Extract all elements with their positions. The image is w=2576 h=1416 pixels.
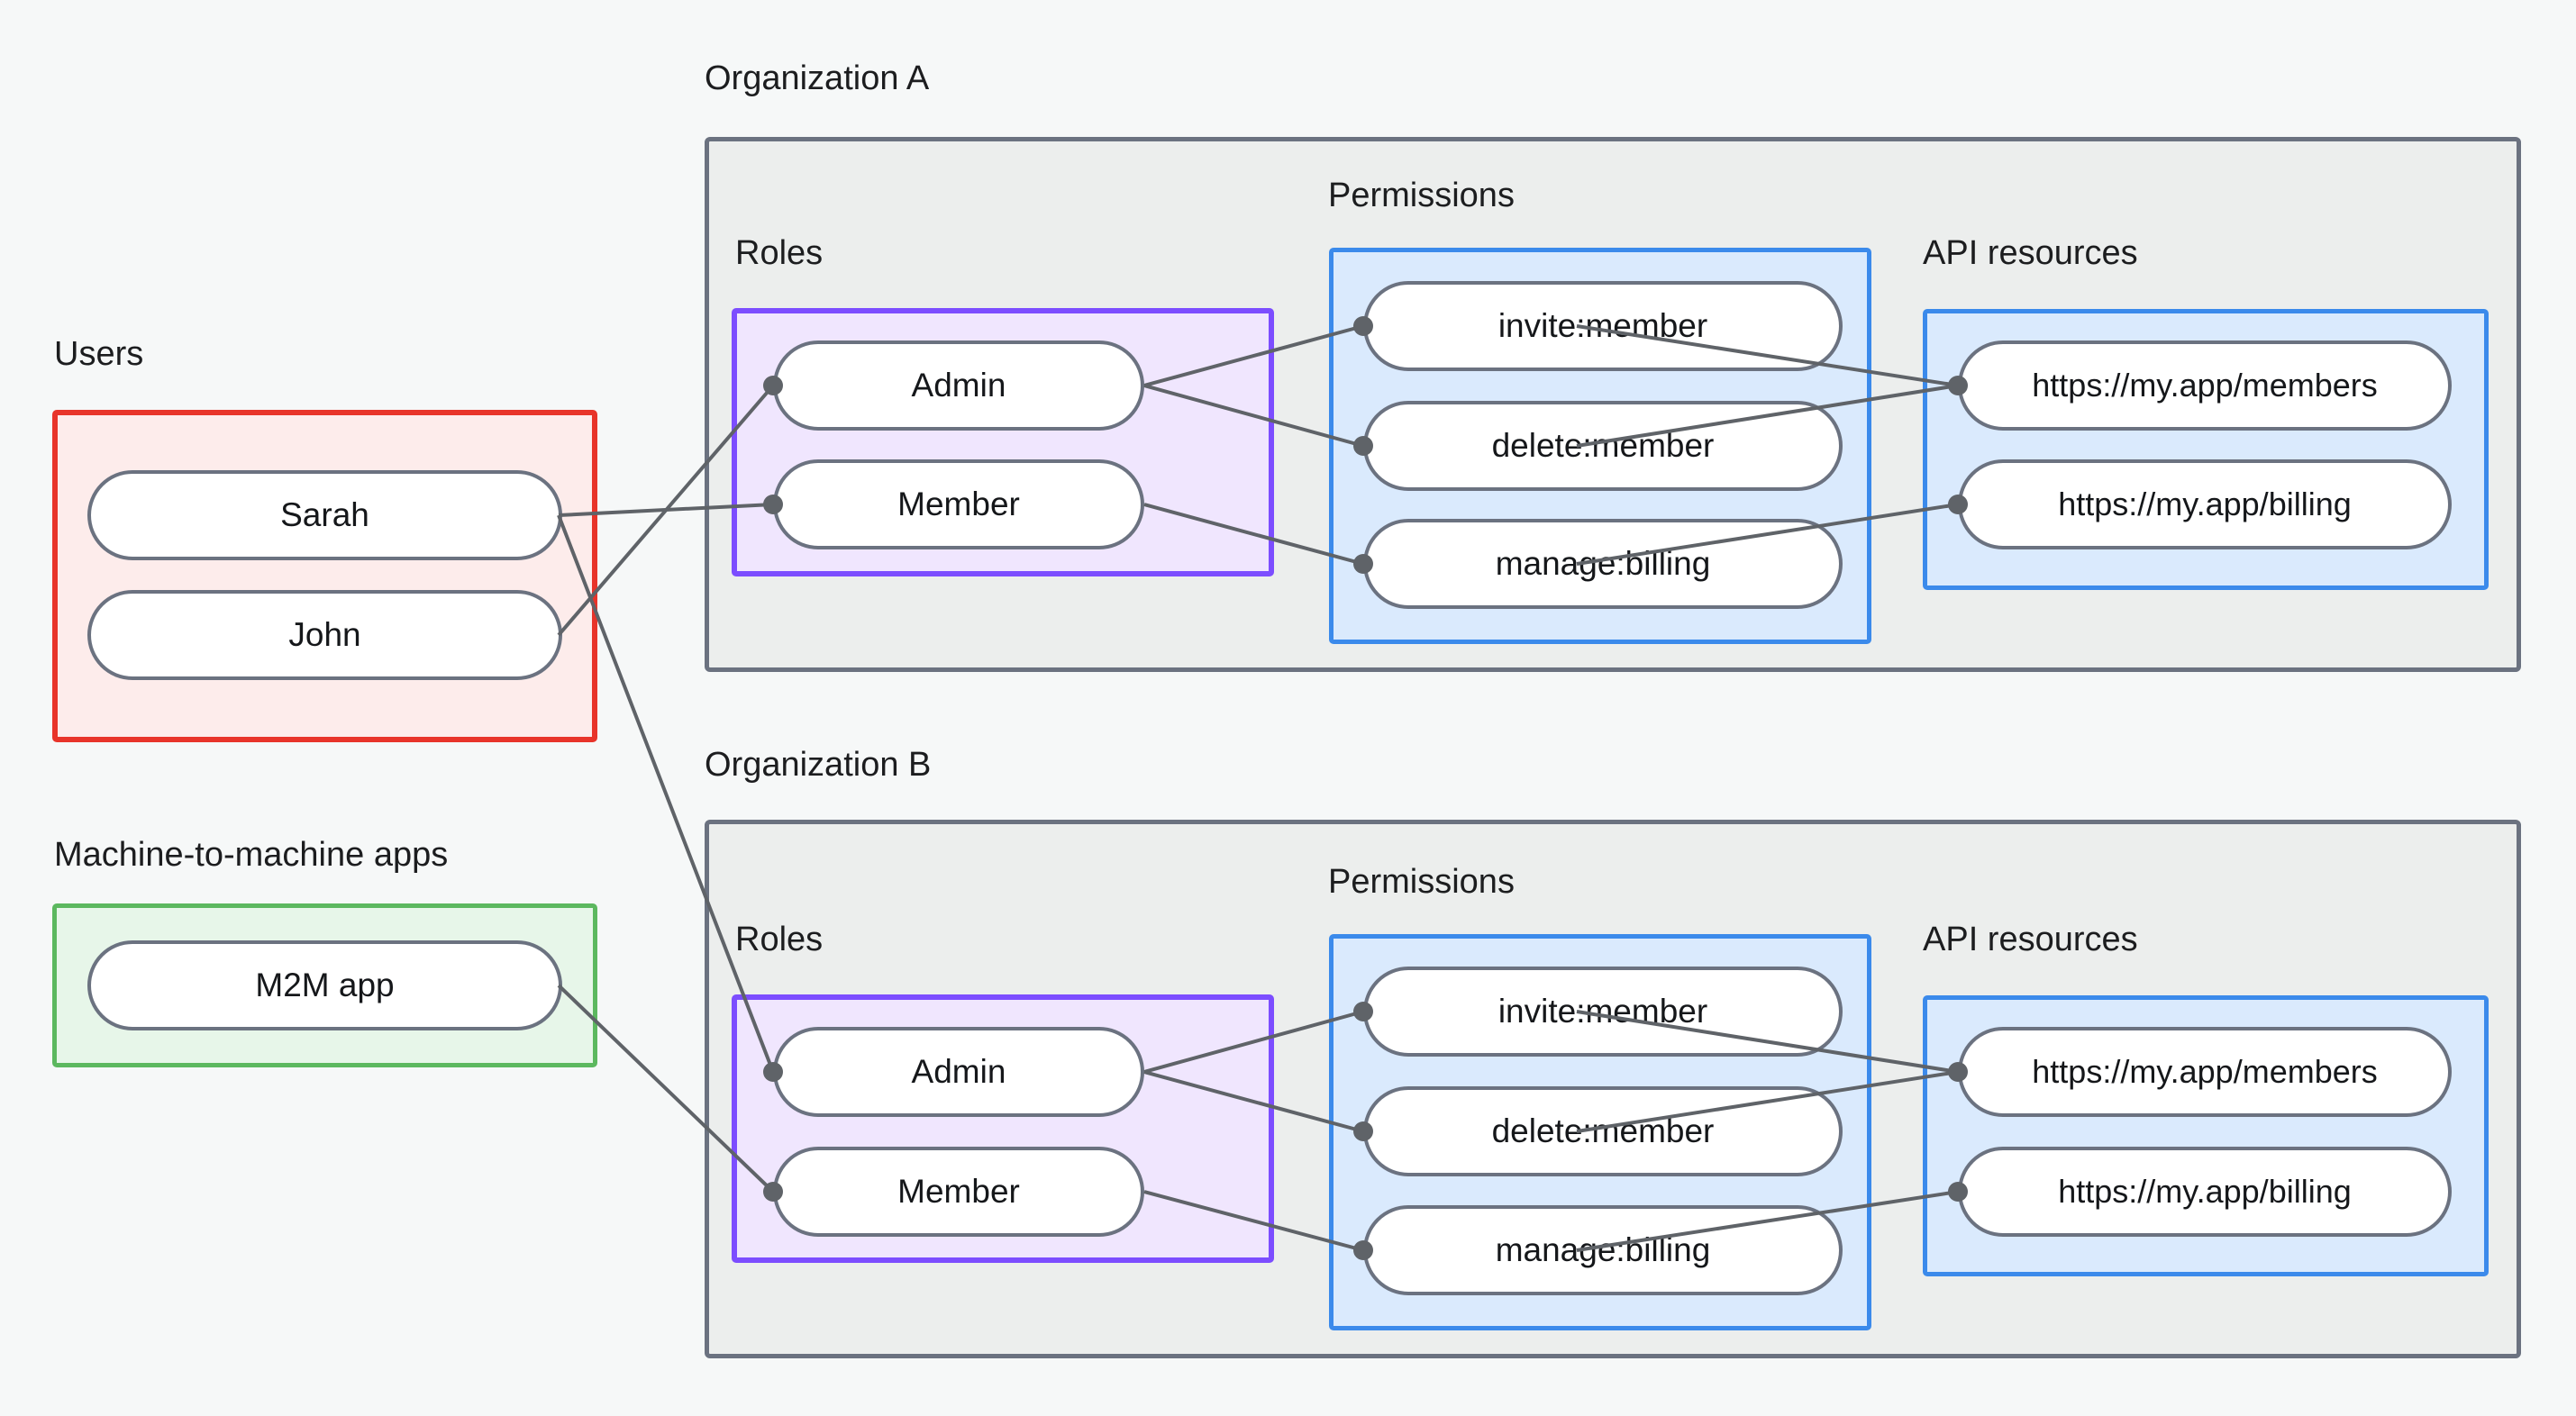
org-a-roles-label: Roles <box>735 234 824 272</box>
org-a-resource-members[interactable]: https://my.app/members <box>1958 340 2452 431</box>
org-a-role-member[interactable]: Member <box>773 459 1144 549</box>
m2m-label: Machine-to-machine apps <box>54 836 449 874</box>
org-b-roles-label: Roles <box>735 921 824 958</box>
org-b-permission-delete-member[interactable]: delete:member <box>1363 1086 1843 1176</box>
org-b-role-admin[interactable]: Admin <box>773 1027 1144 1117</box>
users-group <box>52 410 597 742</box>
org-b-role-member[interactable]: Member <box>773 1147 1144 1237</box>
org-a-resource-billing[interactable]: https://my.app/billing <box>1958 459 2452 549</box>
users-label: Users <box>54 335 144 373</box>
org-a-permissions-label: Permissions <box>1328 177 1515 214</box>
org-b-permission-invite-member[interactable]: invite:member <box>1363 967 1843 1057</box>
org-b-resource-billing[interactable]: https://my.app/billing <box>1958 1147 2452 1237</box>
org-b-permission-manage-billing[interactable]: manage:billing <box>1363 1205 1843 1295</box>
org-a-permission-delete-member[interactable]: delete:member <box>1363 401 1843 491</box>
org-a-permission-invite-member[interactable]: invite:member <box>1363 281 1843 371</box>
user-node-john[interactable]: John <box>87 590 562 680</box>
org-b-label: Organization B <box>705 746 932 784</box>
m2m-node-app[interactable]: M2M app <box>87 940 562 1030</box>
org-b-permissions-label: Permissions <box>1328 863 1515 901</box>
org-b-resource-members[interactable]: https://my.app/members <box>1958 1027 2452 1117</box>
org-a-permission-manage-billing[interactable]: manage:billing <box>1363 519 1843 609</box>
org-a-role-admin[interactable]: Admin <box>773 340 1144 431</box>
org-a-label: Organization A <box>705 59 930 97</box>
org-b-api-resources-label: API resources <box>1923 921 2138 958</box>
user-node-sarah[interactable]: Sarah <box>87 470 562 560</box>
org-a-api-resources-label: API resources <box>1923 234 2138 272</box>
